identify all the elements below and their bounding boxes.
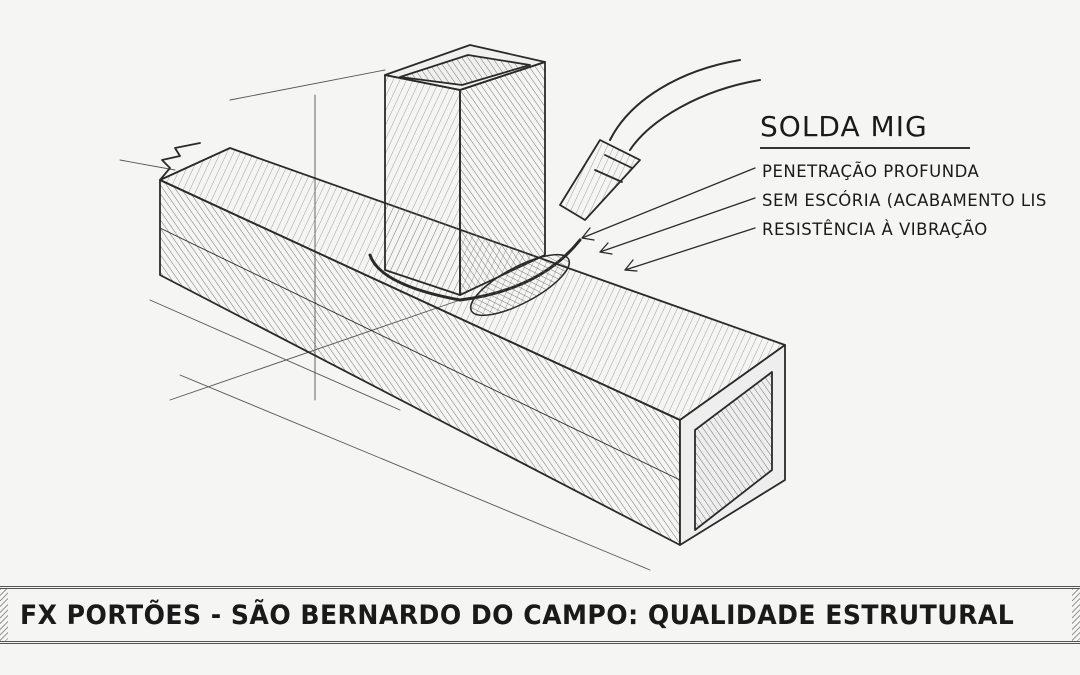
- mig-weld-callout: SOLDA MIG PENETRAÇÃO PROFUNDA SEM ESCÓRI…: [760, 110, 1047, 244]
- callout-heading: SOLDA MIG: [760, 110, 970, 149]
- callout-item: SEM ESCÓRIA (ACABAMENTO LIS: [762, 191, 1047, 210]
- mig-torch-icon: [559, 59, 761, 221]
- callout-arrows: [581, 167, 756, 272]
- callout-list: PENETRAÇÃO PROFUNDA SEM ESCÓRIA (ACABAME…: [762, 157, 1047, 244]
- banner-hatch-left: [0, 589, 8, 641]
- weld-bead: [368, 238, 582, 317]
- callout-item: PENETRAÇÃO PROFUNDA: [762, 162, 980, 181]
- title-banner: FX PORTÕES - SÃO BERNARDO DO CAMPO: QUAL…: [0, 586, 1080, 644]
- banner-hatch-right: [1072, 589, 1080, 641]
- vertical-tube: [384, 44, 546, 296]
- banner-title: FX PORTÕES - SÃO BERNARDO DO CAMPO: QUAL…: [20, 599, 1015, 631]
- callout-item: RESISTÊNCIA À VIBRAÇÃO: [762, 220, 988, 239]
